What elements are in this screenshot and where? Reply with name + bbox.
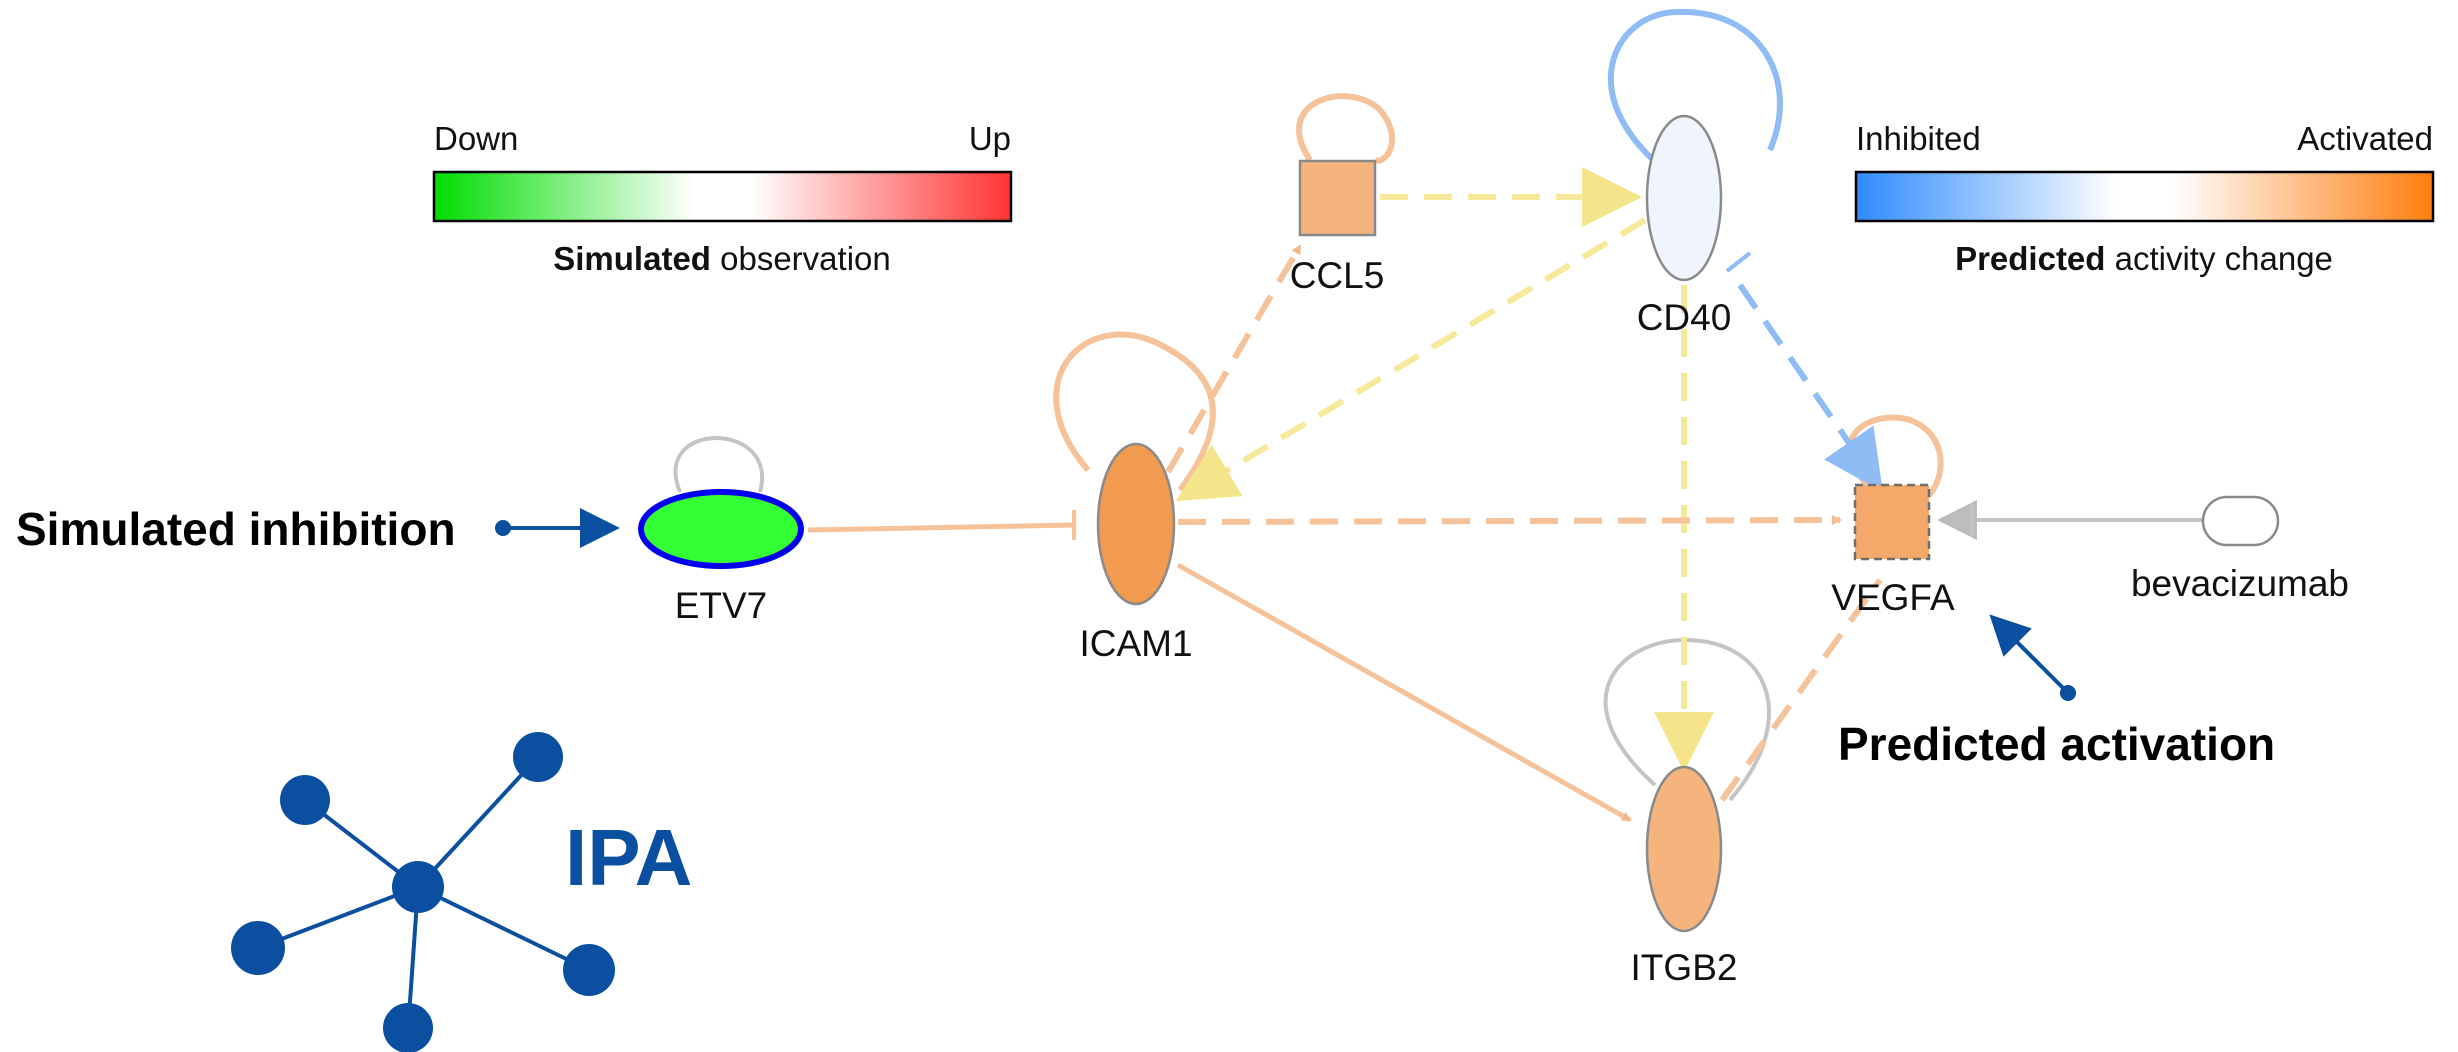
legend-inhibited-label: Inhibited (1856, 120, 1981, 157)
vegfa-label: VEGFA (1831, 577, 1955, 618)
predicted-activation-annotation: Predicted activation (1838, 614, 2275, 770)
edge-cd40-vegfa-bar (1725, 251, 1752, 273)
edge-etv7-icam1 (807, 522, 1075, 533)
prediction-caption-bold: Predicted (1955, 240, 2105, 277)
cd40-self-loop (1607, 8, 1783, 198)
vegfa-shape[interactable] (1853, 483, 1931, 561)
logo-node-3 (231, 921, 285, 975)
predicted-activation-text: Predicted activation (1838, 718, 2275, 770)
edge-icam1-itgb2 (1176, 562, 1632, 823)
legend-activated-label: Activated (2297, 120, 2433, 157)
prediction-caption: Predicted activity change (1955, 240, 2333, 277)
node-bevacizumab[interactable]: bevacizumab (2131, 495, 2349, 604)
icam1-self-loop (1053, 331, 1216, 492)
etv7-self-loop (673, 436, 765, 493)
etv7-shape[interactable] (638, 489, 804, 569)
logo-spoke-3 (257, 885, 419, 950)
prediction-legend: Inhibited Activated Predicted activity c… (1854, 120, 2435, 277)
logo-hub (392, 861, 444, 913)
ipa-logo-text: IPA (565, 813, 692, 902)
cd40-shape[interactable] (1645, 114, 1723, 282)
logo-node-1 (280, 775, 330, 825)
edge-cd40-icam1 (1175, 217, 1647, 502)
logo-spoke-2 (416, 755, 540, 889)
simulated-inhibition-text: Simulated inhibition (16, 503, 456, 555)
etv7-label: ETV7 (675, 585, 768, 626)
prediction-caption-rest: activity change (2105, 240, 2332, 277)
logo-spoke-4 (417, 885, 590, 972)
node-cd40[interactable]: CD40 (1637, 114, 1732, 338)
cd40-label: CD40 (1637, 297, 1732, 338)
edge-icam1-vegfa (1177, 515, 1842, 526)
observation-caption-rest: observation (711, 240, 891, 277)
node-itgb2[interactable]: ITGB2 (1631, 765, 1738, 988)
edge-itgb2-vegfa (1719, 578, 1883, 802)
icam1-label: ICAM1 (1079, 623, 1192, 664)
bevacizumab-shape[interactable] (2201, 495, 2280, 547)
prediction-gradient-bar (1854, 170, 2435, 223)
logo-node-4 (563, 944, 615, 996)
logo-node-5 (383, 1003, 433, 1052)
logo-node-2 (513, 732, 563, 782)
ccl5-label: CCL5 (1290, 255, 1385, 296)
predicted-activation-arrow (1989, 614, 2070, 695)
observation-caption: Simulated observation (553, 240, 890, 277)
icam1-shape[interactable] (1096, 442, 1176, 606)
itgb2-shape[interactable] (1645, 765, 1723, 933)
ccl5-shape[interactable] (1298, 159, 1377, 237)
observation-caption-bold: Simulated (553, 240, 711, 277)
node-ccl5[interactable]: CCL5 (1290, 159, 1385, 296)
edge-cd40-vegfa (1737, 283, 1883, 492)
ccl5-self-loop (1296, 93, 1395, 164)
node-vegfa[interactable]: VEGFA (1831, 483, 1955, 618)
edges (673, 8, 2203, 823)
node-icam1[interactable]: ICAM1 (1079, 442, 1193, 664)
node-etv7[interactable]: ETV7 (638, 489, 804, 626)
legend-down-label: Down (434, 120, 518, 157)
simulated-inhibition-annotation: Simulated inhibition (16, 503, 620, 555)
bevacizumab-label: bevacizumab (2131, 563, 2349, 604)
observation-legend: Down Up Simulated observation (432, 120, 1013, 277)
itgb2-label: ITGB2 (1631, 947, 1738, 988)
legend-up-label: Up (969, 120, 1011, 157)
ipa-logo: IPA (231, 732, 692, 1052)
observation-gradient-bar (432, 170, 1013, 223)
